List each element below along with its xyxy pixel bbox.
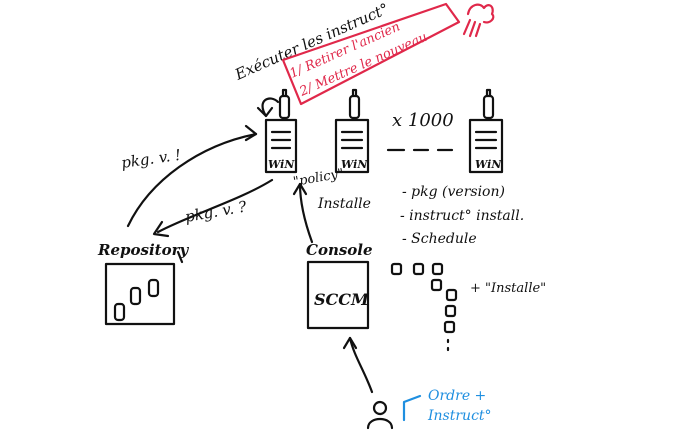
package-icon — [482, 94, 495, 120]
user-icon — [366, 400, 394, 430]
document-icon — [468, 118, 504, 174]
red-fist-icon — [462, 3, 495, 38]
queue-item — [430, 278, 443, 292]
repository-label: Repository — [97, 241, 189, 259]
workstation-1-label: WiN — [268, 158, 295, 171]
blue-note-line1: Ordre + — [428, 388, 486, 404]
workstation-2: WiN — [334, 88, 370, 174]
workstation-1: WiN — [256, 88, 298, 174]
document-icon — [334, 118, 370, 174]
installe-label: Installe — [317, 196, 371, 212]
red-note: Exécuter les instruct° 1/ Retirer l'anci… — [231, 0, 495, 106]
console: Console SCCM — [306, 241, 373, 330]
sccm-box — [306, 260, 370, 330]
queue-item — [412, 262, 425, 276]
arrow-console-to-win — [298, 182, 314, 244]
sccm-label: SCCM — [314, 290, 370, 309]
policy-item-1: - pkg (version) — [402, 184, 505, 200]
console-label: Console — [306, 241, 373, 259]
policy-item-2: - instruct° install. — [400, 208, 524, 224]
queue-item — [431, 262, 444, 276]
package-icon — [348, 94, 361, 120]
queue-item — [445, 288, 458, 302]
queue-item — [444, 304, 457, 318]
blue-note-pointer — [402, 394, 422, 422]
arrow-win-to-repo — [156, 178, 274, 234]
red-note-frame — [281, 2, 461, 106]
package-icon — [129, 286, 142, 306]
package-icon — [113, 302, 126, 322]
repository-box — [104, 262, 176, 326]
queue-label: + "Installe" — [470, 281, 546, 296]
blue-note-line2: Instruct° — [427, 408, 492, 424]
queue-item — [443, 320, 456, 334]
blue-note: Ordre + Instruct° — [402, 388, 492, 424]
workstation-3: WiN — [468, 88, 504, 174]
arrow-repo-to-win — [126, 132, 258, 228]
policy-item-3: - Schedule — [402, 231, 477, 247]
queue-item — [390, 262, 403, 276]
workstation-3-label: WiN — [475, 158, 502, 171]
document-icon — [264, 118, 298, 174]
policy-label: "policy" — [292, 166, 345, 190]
package-icon — [147, 278, 160, 298]
install-queue: + "Installe" — [390, 262, 546, 352]
arrow-user-to-console — [348, 336, 374, 394]
repository: Repository — [97, 241, 189, 326]
count-label: x 1000 — [392, 110, 454, 131]
pkg-label-query: pkg. v. ? — [184, 197, 249, 226]
package-icon — [278, 94, 291, 120]
policy-list: - pkg (version) - instruct° install. - S… — [400, 184, 524, 247]
refresh-icon — [261, 97, 280, 118]
workstation-2-label: WiN — [341, 158, 368, 171]
pkg-label-left: pkg. v. ! — [120, 146, 182, 172]
